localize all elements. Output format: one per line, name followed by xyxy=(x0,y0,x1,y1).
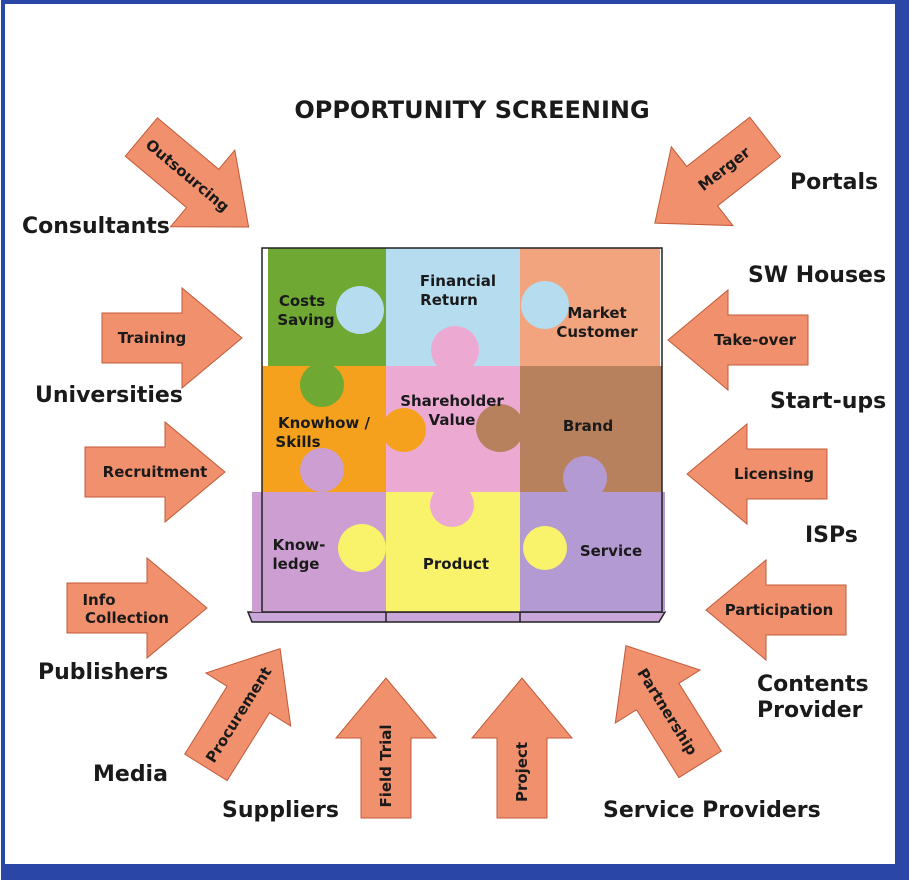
puzzle-board xyxy=(246,247,667,623)
arrow-training-label: Training xyxy=(118,329,186,347)
knob-brand xyxy=(476,404,524,452)
label-product: Product xyxy=(423,555,489,573)
puzzle-labels: Costs Saving Financial Return Market Cus… xyxy=(273,272,643,573)
arrow-outsourcing: Outsourcing xyxy=(108,98,282,266)
source-isps: ISPs xyxy=(805,523,858,548)
knob-knowhow xyxy=(382,408,426,452)
source-contents-provider-line1: Contents xyxy=(757,672,869,697)
knob-knowledge xyxy=(300,448,344,492)
label-knowledge-line2: ledge xyxy=(273,555,320,573)
source-publishers: Publishers xyxy=(38,660,168,685)
arrow-project-label: Project xyxy=(513,742,531,802)
arrow-procurement: Procurement xyxy=(163,621,323,795)
arrow-field-trial: Field Trial xyxy=(335,677,437,819)
arrow-participation: Participation xyxy=(705,559,847,661)
label-knowhow-line2: Skills xyxy=(275,433,320,451)
source-media: Media xyxy=(93,762,168,787)
arrow-project: Project xyxy=(471,677,573,819)
source-consultants: Consultants xyxy=(22,214,170,239)
arrow-recruitment: Recruitment xyxy=(84,421,226,523)
source-labels: Consultants Universities Publishers Medi… xyxy=(22,170,886,823)
source-service-providers: Service Providers xyxy=(603,798,821,823)
arrow-info-collection: Info Collection xyxy=(66,557,208,659)
arrow-training: Training xyxy=(101,287,243,389)
label-shareholder-line1: Shareholder xyxy=(400,392,504,410)
source-contents-provider-line2: Provider xyxy=(757,698,863,723)
knob-product-right xyxy=(523,526,567,570)
knob-product-left xyxy=(338,524,386,572)
arrow-licensing: Licensing xyxy=(686,423,828,525)
label-knowledge-line1: Know- xyxy=(273,536,326,554)
knob-shareholder-top xyxy=(431,326,479,374)
source-universities: Universities xyxy=(35,383,183,408)
knob-financial-right xyxy=(521,281,569,329)
label-financial-return-line1: Financial xyxy=(420,272,496,290)
diagram-title: OPPORTUNITY SCREENING xyxy=(294,96,649,124)
source-sw-houses: SW Houses xyxy=(748,263,886,288)
knob-costs xyxy=(300,363,344,407)
frame-right-bar xyxy=(895,2,907,878)
arrow-field-trial-label: Field Trial xyxy=(377,724,395,807)
puzzle-base-edge xyxy=(246,611,667,623)
label-shareholder-line2: Value xyxy=(429,411,476,429)
source-startups: Start-ups xyxy=(770,389,886,414)
arrow-takeover: Take-over xyxy=(667,289,809,391)
arrow-info-collection-label-line2: Collection xyxy=(85,609,169,627)
source-portals: Portals xyxy=(790,170,878,195)
arrow-info-collection-label-line1: Info xyxy=(82,591,115,609)
puzzle-outline xyxy=(261,247,663,613)
arrow-takeover-label: Take-over xyxy=(714,331,797,349)
label-financial-return-line2: Return xyxy=(420,291,478,309)
arrow-participation-label: Participation xyxy=(725,601,834,619)
knob-financial xyxy=(336,286,384,334)
arrow-partnership: Partnership xyxy=(583,618,743,792)
label-service: Service xyxy=(580,542,642,560)
label-knowhow-line1: Knowhow / xyxy=(278,414,371,432)
label-market-customer-line1: Market xyxy=(567,304,626,322)
knob-service xyxy=(563,456,607,500)
arrow-merger: Merger xyxy=(623,97,797,263)
frame-bottom-bar xyxy=(3,864,907,878)
label-costs-saving-line2: Saving xyxy=(277,311,334,329)
label-brand: Brand xyxy=(563,417,613,435)
knob-shareholder-bottom xyxy=(430,483,474,527)
arrow-licensing-label: Licensing xyxy=(734,465,814,483)
label-costs-saving-line1: Costs xyxy=(279,292,325,310)
label-market-customer-line2: Customer xyxy=(556,323,638,341)
arrow-recruitment-label: Recruitment xyxy=(103,463,208,481)
source-suppliers: Suppliers xyxy=(222,798,339,823)
